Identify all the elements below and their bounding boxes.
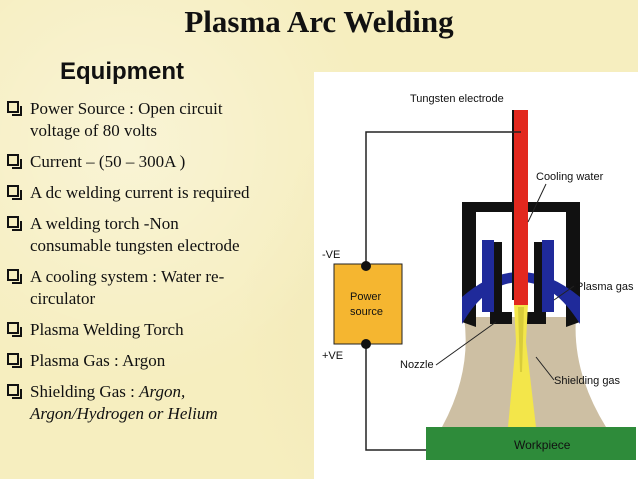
circuit-wire-positive bbox=[365, 342, 426, 451]
inner-nozzle-left bbox=[494, 242, 502, 320]
slide-subtitle: Equipment bbox=[60, 58, 184, 85]
list-item: A cooling system : Water re- circulator bbox=[4, 266, 316, 310]
checkbox-bullet-icon bbox=[7, 384, 22, 399]
plasma-arc-welding-diagram: Workpiece Power source -VE +VE Tungsten … bbox=[322, 93, 636, 460]
list-item: Plasma Welding Torch bbox=[4, 319, 316, 341]
cooling-jacket-right bbox=[542, 240, 554, 312]
power-source-label-line1: Power bbox=[350, 291, 382, 303]
positive-terminal-dot bbox=[361, 339, 371, 349]
list-item-text: Power Source : Open circuit bbox=[30, 99, 223, 118]
list-item-text-italic: Argon, bbox=[139, 382, 186, 401]
list-item: A welding torch -Non consumable tungsten… bbox=[4, 213, 316, 257]
list-item: Current – (50 – 300A ) bbox=[4, 151, 316, 173]
power-source-label-line2: source bbox=[350, 306, 383, 318]
nozzle-bottom-right bbox=[524, 312, 546, 324]
list-item-text: voltage of 80 volts bbox=[30, 121, 158, 140]
list-item-text: Current – (50 – 300A ) bbox=[30, 152, 186, 171]
list-item-text: circulator bbox=[30, 289, 96, 308]
positive-terminal-label: +VE bbox=[322, 350, 343, 362]
checkbox-bullet-icon bbox=[7, 216, 22, 231]
equipment-list: Power Source : Open circuit voltage of 8… bbox=[4, 98, 316, 434]
shielding-gas-leader bbox=[535, 356, 555, 381]
checkbox-bullet-icon bbox=[7, 154, 22, 169]
cooling-water-leader bbox=[527, 183, 547, 223]
nozzle-bottom-left bbox=[490, 312, 512, 324]
list-item-text: A welding torch -Non bbox=[30, 214, 179, 233]
list-item-text: Plasma Welding Torch bbox=[30, 320, 184, 339]
checkbox-bullet-icon bbox=[7, 322, 22, 337]
nozzle-label: Nozzle bbox=[400, 359, 434, 371]
arc-core bbox=[518, 307, 524, 372]
workpiece-bar bbox=[426, 427, 636, 460]
power-source-box bbox=[333, 263, 403, 345]
nozzle-leader bbox=[435, 321, 497, 366]
plasma-gas-leader bbox=[553, 285, 575, 301]
list-item: Plasma Gas : Argon bbox=[4, 350, 316, 372]
cooling-water-label: Cooling water bbox=[536, 171, 604, 183]
checkbox-bullet-icon bbox=[7, 185, 22, 200]
inner-nozzle-right bbox=[534, 242, 542, 320]
circuit-wire-negative bbox=[365, 131, 521, 267]
list-item-text: Plasma Gas : Argon bbox=[30, 351, 166, 370]
list-item-text-italic: Argon/Hydrogen or Helium bbox=[30, 404, 218, 423]
negative-terminal-label: -VE bbox=[322, 249, 340, 261]
list-item: A dc welding current is required bbox=[4, 182, 316, 204]
outer-nozzle bbox=[462, 202, 580, 327]
electrode-outline bbox=[512, 110, 514, 300]
checkbox-bullet-icon bbox=[7, 269, 22, 284]
list-item-text: A cooling system : Water re- bbox=[30, 267, 225, 286]
list-item-text: Shielding Gas : bbox=[30, 382, 140, 401]
cooling-jacket-left bbox=[482, 240, 494, 312]
plasma-gas-label: Plasma gas bbox=[576, 281, 634, 293]
list-item-text: consumable tungsten electrode bbox=[30, 236, 240, 255]
checkbox-bullet-icon bbox=[7, 101, 22, 116]
checkbox-bullet-icon bbox=[7, 353, 22, 368]
tungsten-electrode-label: Tungsten electrode bbox=[410, 93, 504, 105]
workpiece-label: Workpiece bbox=[514, 438, 571, 452]
shielding-gas-label: Shielding gas bbox=[554, 375, 621, 387]
list-item-text: A dc welding current is required bbox=[30, 183, 250, 202]
negative-terminal-dot bbox=[361, 261, 371, 271]
list-item: Shielding Gas : Argon, Argon/Hydrogen or… bbox=[4, 381, 316, 425]
slide-title: Plasma Arc Welding bbox=[184, 4, 454, 39]
tungsten-electrode bbox=[514, 110, 528, 305]
list-item: Power Source : Open circuit voltage of 8… bbox=[4, 98, 316, 142]
